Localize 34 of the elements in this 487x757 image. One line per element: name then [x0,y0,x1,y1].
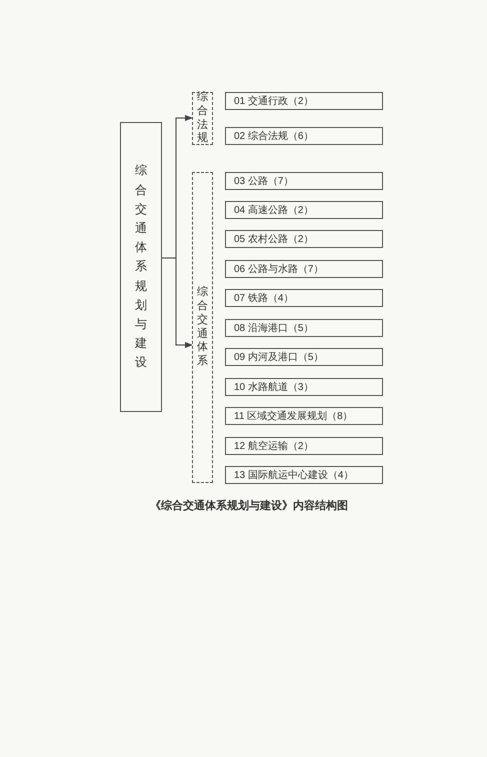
topic-label: 11 区域交通发展规划（8） [234,410,353,424]
topic-label: 10 水路航道（3） [234,380,314,394]
topic-label: 07 铁路（4） [234,292,294,306]
topic-box [225,348,383,366]
topic-label: 12 航空运输（2） [234,440,314,454]
connector-arrow [162,258,193,348]
root-box [120,122,162,412]
vertical-label: 综合交通体系 [197,286,208,369]
topic-label: 06 公路与水路（7） [234,262,324,276]
topic-label: 13 国际航运中心建设（4） [234,468,354,482]
topic-box [225,230,383,248]
topic-box [225,407,383,425]
vertical-label: 综合交通体系规划与建设 [135,162,147,372]
topic-label: 09 内河及港口（5） [234,350,324,364]
topic-box [225,260,383,278]
topic-box [225,92,383,110]
vertical-label: 综合法规 [197,91,208,146]
topic-label: 08 沿海港口（5） [234,322,314,336]
topic-box [225,437,383,455]
topic-box [225,319,383,337]
topic-label: 03 公路（7） [234,174,294,188]
topic-box [225,378,383,396]
group-box [192,172,213,483]
topic-box [225,172,383,190]
topic-label: 05 农村公路（2） [234,232,314,246]
caption: 《综合交通体系规划与建设》内容结构图 [150,498,348,514]
topic-box [225,466,383,484]
group-box [192,92,213,145]
topic-label: 02 综合法规（6） [234,130,314,144]
topic-box [225,201,383,219]
topic-label: 04 高速公路（2） [234,204,314,218]
topic-label: 01 交通行政（2） [234,94,314,108]
topic-box [225,127,383,145]
topic-box [225,289,383,307]
